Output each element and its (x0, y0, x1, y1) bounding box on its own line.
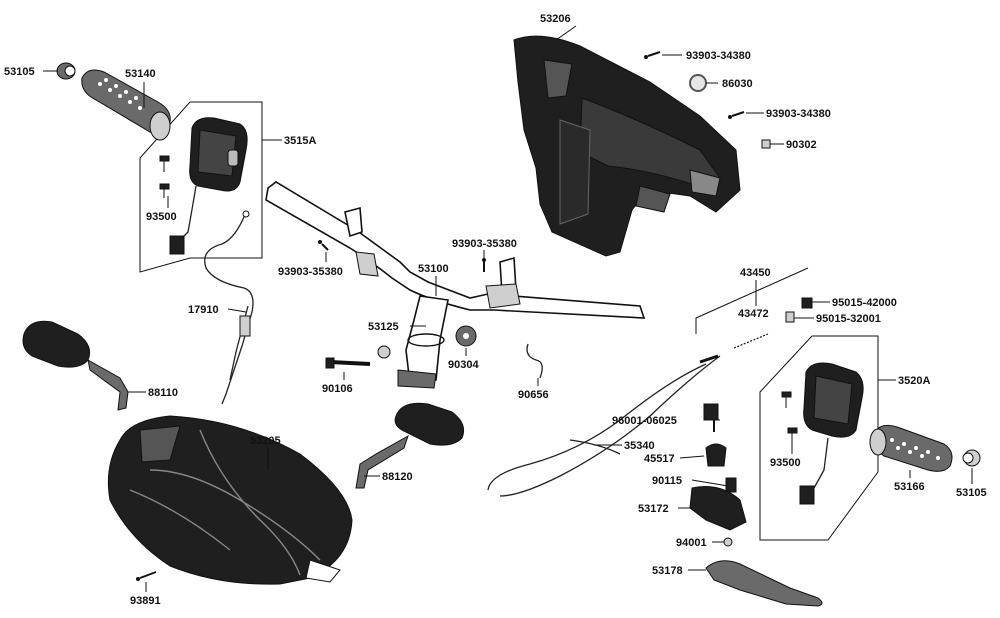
left-switch-housing-icon (169, 117, 248, 255)
label-86030: 86030 (722, 78, 753, 90)
label-53178: 53178 (652, 565, 683, 577)
brake-lever-icon (705, 560, 823, 607)
label-90106: 90106 (322, 383, 353, 395)
leader-lines (43, 25, 973, 592)
label-96001-06025: 96001-06025 (612, 415, 677, 427)
label-88110: 88110 (148, 387, 178, 399)
label-53166: 53166 (894, 481, 925, 493)
label-53172: 53172 (638, 503, 669, 515)
label-53125: 53125 (368, 321, 399, 333)
label-95015-32001: 95015-32001 (816, 313, 881, 325)
cable-bracket-line (695, 267, 809, 334)
label-88120: 88120 (382, 471, 413, 483)
mirror-right-icon (355, 402, 465, 489)
label-94001: 94001 (676, 537, 707, 549)
label-3515a: 3515A (284, 135, 316, 147)
group-box-right (759, 335, 879, 541)
bar-fasteners-icon (325, 325, 543, 379)
label-93500-right: 93500 (770, 457, 801, 469)
group-box-left (139, 101, 263, 273)
label-43472: 43472 (738, 308, 769, 320)
label-53140: 53140 (125, 68, 156, 80)
throttle-grip-icon (81, 69, 171, 141)
label-93903-35380-right: 93903-35380 (452, 238, 517, 250)
label-90302: 90302 (786, 139, 817, 151)
right-switch-housing-icon (799, 362, 864, 505)
label-17910: 17910 (188, 304, 219, 316)
bar-end-weight-right-icon (962, 449, 981, 467)
label-93903-34380-mid: 93903-34380 (766, 108, 831, 120)
screw-bottom-icon (136, 571, 157, 581)
label-93891: 93891 (130, 595, 161, 607)
label-35340: 35340 (624, 440, 655, 452)
label-93903-35380-left: 93903-35380 (278, 266, 343, 278)
mirror-left-icon (22, 320, 129, 411)
label-53105-left: 53105 (4, 66, 35, 78)
label-45517: 45517 (644, 453, 675, 465)
brake-master-icon (689, 403, 747, 547)
label-95015-42000: 95015-42000 (832, 297, 897, 309)
label-43450: 43450 (740, 267, 771, 279)
throttle-cable-icon (204, 210, 254, 405)
label-53100: 53100 (418, 263, 449, 275)
label-93903-34380-top: 93903-34380 (686, 50, 751, 62)
bar-end-weight-left-icon (56, 62, 76, 80)
screw-right-icon (781, 391, 798, 442)
label-90656: 90656 (518, 389, 549, 401)
handlebar-cover-lower-icon (107, 415, 353, 585)
screw-left-icon (159, 155, 170, 198)
label-53206: 53206 (540, 13, 571, 25)
label-93500-left: 93500 (146, 211, 177, 223)
brake-cable-icon (487, 297, 813, 497)
label-53205: 53205 (250, 435, 281, 447)
label-90115: 90115 (652, 475, 682, 487)
handlebar-cover-upper-icon (513, 35, 741, 257)
handlebar-icon (265, 181, 646, 389)
label-3520a: 3520A (898, 375, 930, 387)
label-90304: 90304 (448, 359, 479, 371)
label-53105-right: 53105 (956, 487, 987, 499)
grip-right-icon (869, 424, 953, 472)
